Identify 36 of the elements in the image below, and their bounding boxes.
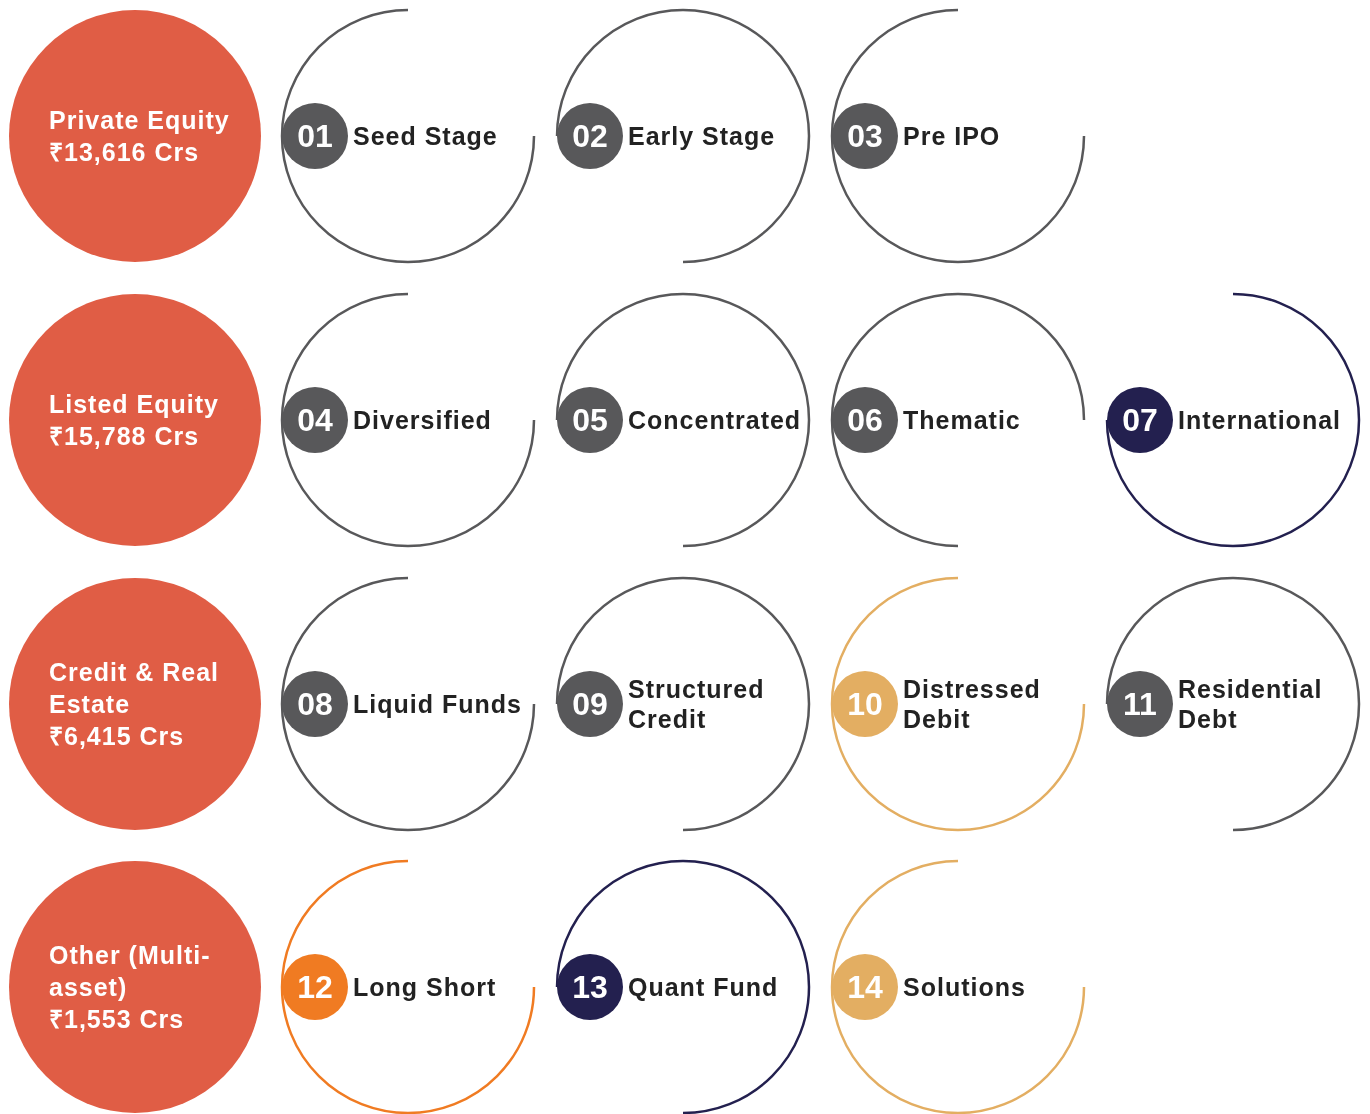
item-label: Diversified xyxy=(353,405,493,435)
item-label: Concentrated xyxy=(628,405,803,435)
category-title: Credit & Real Estate xyxy=(49,657,220,720)
number-badge: 07 xyxy=(1107,387,1173,453)
item-label: Solutions xyxy=(903,972,1027,1002)
number-badge: 09 xyxy=(557,671,623,737)
item-label: International xyxy=(1178,405,1342,435)
item-label: Structured Credit xyxy=(628,674,766,734)
number-badge: 10 xyxy=(832,671,898,737)
number-badge: 06 xyxy=(832,387,898,453)
number-badge: 04 xyxy=(282,387,348,453)
number-badge: 03 xyxy=(832,103,898,169)
item-label: Liquid Funds xyxy=(353,689,523,719)
amount-text: ₹1,553 Crs xyxy=(49,1004,186,1035)
number-badge: 14 xyxy=(832,954,898,1020)
item-label: Quant Fund xyxy=(628,972,780,1002)
item-label: Residential Debt xyxy=(1178,674,1324,734)
amount-text: ₹6,415 Crs xyxy=(49,721,186,752)
item-label: Seed Stage xyxy=(353,121,499,151)
item-label: Distressed Debit xyxy=(903,674,1042,734)
item-label: Early Stage xyxy=(628,121,777,151)
category-title: Other (Multi-asset) xyxy=(49,940,212,1003)
item-label: Thematic xyxy=(903,405,1022,435)
number-badge: 11 xyxy=(1107,671,1173,737)
number-badge: 13 xyxy=(557,954,623,1020)
number-badge: 12 xyxy=(282,954,348,1020)
item-label: Long Short xyxy=(353,972,498,1002)
category-title: Private Equity xyxy=(49,105,231,136)
amount-text: ₹13,616 Crs xyxy=(49,137,201,168)
number-badge: 05 xyxy=(557,387,623,453)
item-label: Pre IPO xyxy=(903,121,1002,151)
number-badge: 02 xyxy=(557,103,623,169)
number-badge: 08 xyxy=(282,671,348,737)
category-title: Listed Equity xyxy=(49,389,220,420)
amount-text: ₹15,788 Crs xyxy=(49,421,201,452)
number-badge: 01 xyxy=(282,103,348,169)
